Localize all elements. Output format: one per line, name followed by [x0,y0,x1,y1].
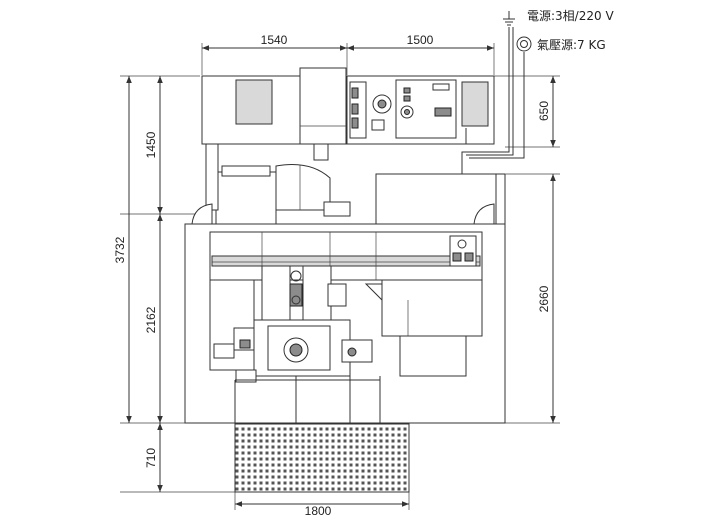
dim-left-upper-height: 1450 [144,131,158,158]
dim-left-bottom-height: 710 [144,448,158,468]
dim-right-lower-height: 2660 [537,285,551,312]
spindle-hood [191,143,351,225]
dim-right-top-height: 650 [537,101,551,121]
work-area [209,279,373,383]
ground-symbol-icon [503,11,515,26]
operator-panel [346,75,495,145]
spindle-units [261,265,347,323]
dim-top-left-width: 1540 [261,33,288,47]
dim-bottom-width: 1800 [305,504,332,518]
right-upper-block [375,173,506,225]
air-source-icon [516,36,532,52]
right-compartment [364,279,483,377]
air-supply-label: 氣壓源:7 KG [537,38,606,52]
dim-left-middle-height: 2162 [144,306,158,333]
lower-base [234,376,381,423]
upper-left-cabinet [201,67,347,145]
utility-lines [461,27,525,174]
floor-platform [234,423,410,493]
power-supply-label: 電源:3相/220 V [527,9,614,23]
dim-top-right-width: 1500 [407,33,434,47]
dimension-lines [120,43,560,510]
dim-left-total-height: 3732 [113,236,127,263]
